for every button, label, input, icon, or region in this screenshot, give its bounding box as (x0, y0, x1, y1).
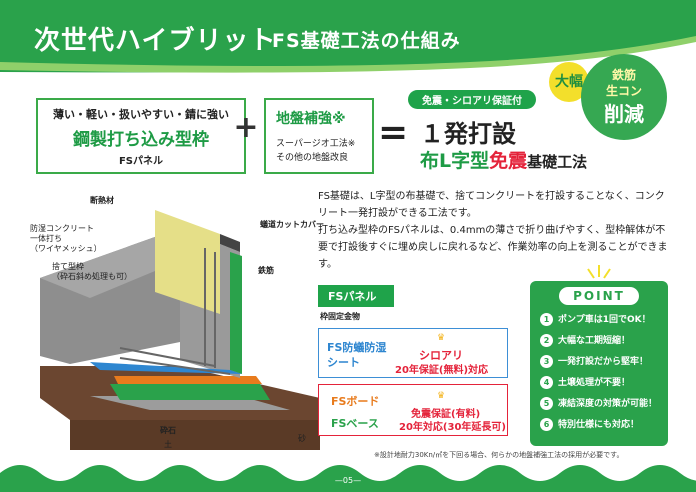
label-integrated-pour: 一体打ち (30, 234, 62, 243)
sparkle-icon (587, 265, 611, 279)
formwork-box: 薄い・軽い・扱いやすい・錆に強い 鋼製打ち込み型枠 FSパネル (36, 98, 246, 174)
label-fixing-hardware: 枠固定金物 (320, 312, 360, 321)
promo-concrete: 生コン (605, 84, 642, 98)
page-number: —05— (334, 476, 362, 485)
fs-panel-tag: FSパネル (318, 285, 394, 307)
ground-reinforcement-box: 地盤補強※ スーパージオ工法※ その他の地盤改良 (264, 98, 374, 174)
fs-board-label: FSボード (331, 395, 380, 408)
page-title: 次世代ハイブリット (34, 26, 277, 56)
label-sacrificial-formwork: 捨て型枠 (52, 262, 84, 271)
warranty-badge: 免震・シロアリ保証付 (408, 90, 536, 109)
point-panel (530, 281, 668, 446)
fs-base-label: FSベース (331, 417, 379, 430)
result-l-shape: 布L字型 (420, 150, 490, 172)
label-rebar: 鉄筋 (258, 266, 274, 275)
label-soil: 土 (164, 440, 172, 449)
crown-icon: ♛ (437, 391, 446, 401)
foundation-diagram: 断熱材 防湿コンクリート 一体打ち （ワイヤメッシュ） 蟻道カットカバー 鉄筋 … (30, 188, 360, 450)
termite-warranty-detail: 20年保証(無料)対応 (395, 365, 489, 376)
footnote: ※設計地耐力30Kn/㎡を下回る場合、何らかの地盤補強工法の採用が必要です。 (374, 451, 624, 459)
crown-icon: ♛ (437, 333, 446, 343)
seismic-warranty-title: 免震保証(有料) (411, 409, 481, 420)
footer-wave (0, 465, 696, 492)
description-paragraph-1: FS基礎は、L字型の布基礎で、捨てコンクリートを打設することなく、コンクリート一… (318, 191, 665, 219)
header-banner: 次世代ハイブリット FS基礎工法の仕組み (0, 0, 696, 78)
other-ground-improvement: その他の地盤改良 (276, 153, 349, 163)
result-single-pour: １発打設 (420, 120, 516, 148)
label-wire-mesh: （ワイヤメッシュ） (30, 244, 102, 253)
super-geo-method: スーパージオ工法※ (276, 139, 356, 149)
formwork-features: 薄い・軽い・扱いやすい・錆に強い (53, 108, 229, 121)
promo-reduction: 削減 (604, 102, 644, 126)
ground-reinforcement-title: 地盤補強※ (276, 111, 346, 127)
description: FS基礎は、L字型の布基礎で、捨てコンクリートを打設することなく、コンクリート一… (318, 188, 668, 273)
termite-sheet-callout: FS防蟻防湿 シート ♛ シロアリ 20年保証(無料)対応 (318, 328, 508, 378)
promo-rebar: 鉄筋 (611, 68, 636, 82)
termite-sheet-title-1: FS防蟻防湿 (327, 341, 387, 354)
result-seismic: 免震 (489, 150, 528, 172)
label-gravel: 砕石 (160, 426, 176, 435)
result-foundation: 基礎工法 (527, 153, 588, 171)
label-gravel-slope: （砕石斜め処理も可） (52, 272, 132, 281)
formwork-name: 鋼製打ち込み型枠 (73, 130, 209, 150)
label-insulation: 断熱材 (90, 196, 114, 205)
label-moisture-concrete: 防湿コンクリート (30, 224, 94, 233)
header-background (0, 0, 696, 73)
termite-warranty-title: シロアリ (419, 349, 463, 362)
result-method: 布L字型免震基礎工法 (420, 146, 587, 173)
description-paragraph-2: 打ち込み型枠のFSパネルは、0.4mmの薄さで折り曲げやすく、型枠解体が不要で打… (318, 225, 668, 270)
formwork-product: FSパネル (118, 156, 164, 167)
foundation-cross-section (40, 210, 320, 450)
seismic-warranty-detail: 20年対応(30年延長可) (399, 422, 506, 433)
promo-circle-large: 鉄筋 生コン 削減 (581, 54, 667, 140)
termite-sheet-title-2: シート (327, 356, 360, 369)
board-base-callout: FSボード FSベース ♛ 免震保証(有料) 20年対応(30年延長可) (318, 384, 508, 436)
label-termite-cover: 蟻道カットカバー (260, 220, 324, 229)
page-subtitle: FS基礎工法の仕組み (272, 30, 461, 52)
point-title: POINT (559, 287, 639, 305)
plus-sign: + (233, 110, 259, 145)
label-sand: 砂 (298, 434, 306, 443)
equals-sign: = (378, 112, 409, 153)
